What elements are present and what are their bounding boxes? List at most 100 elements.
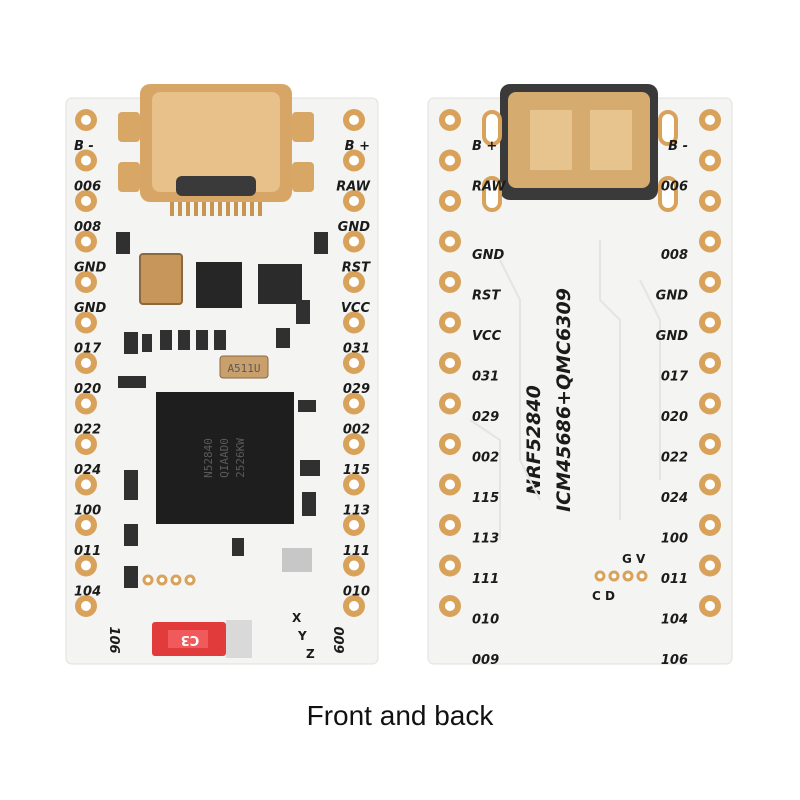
back-cd-label: C D bbox=[592, 589, 615, 603]
front-right-pad-hole bbox=[349, 479, 359, 490]
front-left-pad-hole bbox=[81, 479, 91, 490]
back-left-pad-hole bbox=[445, 479, 455, 490]
back-left-pin-label: 113 bbox=[472, 532, 499, 547]
front-left-pin-label: 006 bbox=[74, 180, 101, 195]
back-chip-label-sensors: ICM45686+QMC6309 bbox=[553, 288, 575, 512]
back-right-pin-label: 011 bbox=[661, 572, 688, 587]
back-left-pin-label: RAW bbox=[472, 180, 506, 195]
back-left-pin-label: GND bbox=[472, 248, 505, 263]
back-right-pad-hole bbox=[705, 439, 715, 449]
front-test-holes bbox=[142, 574, 196, 586]
back-left-pad-hole bbox=[445, 115, 455, 125]
front-left-pad-hole bbox=[81, 439, 91, 449]
back-right-pad-hole bbox=[705, 479, 715, 490]
front-left-pin-label: 100 bbox=[74, 504, 101, 519]
front-right-pad-hole bbox=[349, 317, 359, 328]
front-small-ic-1 bbox=[196, 262, 242, 308]
front-board: N52840 QIAAD0 2526KW A511U C3 bbox=[65, 84, 379, 665]
front-right-pin-label: B + bbox=[345, 139, 370, 154]
back-right-pad-hole bbox=[705, 601, 715, 611]
back-right-pad-hole bbox=[705, 155, 715, 166]
front-left-pin-label: 104 bbox=[74, 585, 101, 600]
front-left-pin-label: GND bbox=[74, 261, 107, 276]
front-right-pin-label: RST bbox=[342, 261, 371, 276]
back-right-pad-hole bbox=[705, 115, 715, 125]
back-usb-c-connector bbox=[482, 84, 678, 212]
front-right-pin-label: 113 bbox=[343, 504, 370, 519]
front-right-pad-hole bbox=[349, 358, 359, 368]
back-chip-label-nrf: NRF52840 bbox=[523, 385, 545, 495]
back-left-pad-hole bbox=[445, 317, 455, 328]
front-right-pad-hole bbox=[349, 236, 359, 247]
front-passive-components bbox=[116, 232, 328, 588]
back-left-pin-label: 031 bbox=[472, 370, 499, 385]
front-right-pin-label: 010 bbox=[343, 585, 370, 600]
front-right-pin-label: 029 bbox=[343, 382, 370, 397]
back-left-pad-hole bbox=[445, 560, 455, 571]
front-right-pin-label: GND bbox=[338, 220, 371, 235]
back-right-pin-label: 020 bbox=[661, 410, 688, 425]
back-right-pad-hole bbox=[705, 358, 715, 368]
back-left-pad-hole bbox=[445, 358, 455, 368]
front-left-pad-hole bbox=[81, 236, 91, 247]
back-left-pad-hole bbox=[445, 398, 455, 409]
back-right-pin-label: 104 bbox=[661, 613, 688, 628]
front-left-pin-label: 017 bbox=[74, 342, 102, 357]
front-right-pad-hole bbox=[349, 155, 359, 166]
front-left-pad-hole bbox=[81, 398, 91, 409]
back-board: NRF52840 ICM45686+QMC6309 G V C D B +RAW… bbox=[427, 84, 733, 668]
back-right-pads bbox=[699, 109, 721, 617]
front-right-pad-hole bbox=[349, 601, 359, 611]
axis-z-label: Z bbox=[306, 647, 315, 661]
front-left-pin-label: B - bbox=[74, 139, 94, 154]
chip-marking-3: 2526KW bbox=[234, 438, 247, 478]
front-right-pin-label: 115 bbox=[343, 463, 370, 478]
back-right-pin-label: GND bbox=[656, 289, 689, 304]
front-crystal-oscillator bbox=[139, 253, 183, 305]
chip-marking-2: QIAAD0 bbox=[218, 438, 231, 478]
back-right-pad-hole bbox=[705, 196, 715, 206]
back-right-pad-hole bbox=[705, 236, 715, 247]
back-right-pin-label: 024 bbox=[661, 491, 688, 506]
back-left-pad-hole bbox=[445, 439, 455, 449]
front-left-pad-hole bbox=[81, 277, 91, 287]
front-right-pad-hole bbox=[349, 196, 359, 206]
chip-marking-1: N52840 bbox=[202, 438, 215, 478]
front-nrf-chip bbox=[156, 392, 294, 524]
front-right-pad-hole bbox=[349, 520, 359, 530]
front-left-pad-hole bbox=[81, 155, 91, 166]
back-left-pin-label: 029 bbox=[472, 410, 499, 425]
back-right-pad-hole bbox=[705, 277, 715, 287]
front-usb-c-connector bbox=[118, 84, 314, 216]
back-left-pad-hole bbox=[445, 196, 455, 206]
back-left-pin-label: 111 bbox=[472, 572, 499, 587]
back-left-pad-hole bbox=[445, 601, 455, 611]
back-test-holes bbox=[594, 570, 648, 582]
front-left-pad-hole bbox=[81, 317, 91, 328]
front-right-pads bbox=[343, 109, 365, 617]
front-right-pin-label: 002 bbox=[343, 423, 370, 438]
axis-x-label: X bbox=[292, 611, 302, 625]
front-left-pin-label: 024 bbox=[74, 463, 101, 478]
front-bottom-right-label: 009 bbox=[330, 626, 345, 653]
front-left-pad-hole bbox=[81, 560, 91, 571]
front-right-pin-label: RAW bbox=[336, 180, 370, 195]
back-left-pin-label: RST bbox=[472, 289, 501, 304]
back-left-pads bbox=[439, 109, 461, 617]
back-right-pin-label: 106 bbox=[661, 653, 688, 668]
button-label: C3 bbox=[181, 632, 200, 647]
front-left-pin-label: GND bbox=[74, 301, 107, 316]
front-left-pad-hole bbox=[81, 115, 91, 125]
caption: Front and back bbox=[306, 700, 494, 731]
back-left-pad-hole bbox=[445, 277, 455, 287]
back-left-pin-label: B + bbox=[472, 139, 497, 154]
front-left-pad-hole bbox=[81, 601, 91, 611]
front-right-pin-label: VCC bbox=[341, 301, 371, 316]
back-right-pad-hole bbox=[705, 398, 715, 409]
back-left-pad-hole bbox=[445, 155, 455, 166]
back-right-pin-label: 008 bbox=[661, 248, 688, 263]
front-left-pad-hole bbox=[81, 520, 91, 530]
back-right-pin-label: GND bbox=[656, 329, 689, 344]
